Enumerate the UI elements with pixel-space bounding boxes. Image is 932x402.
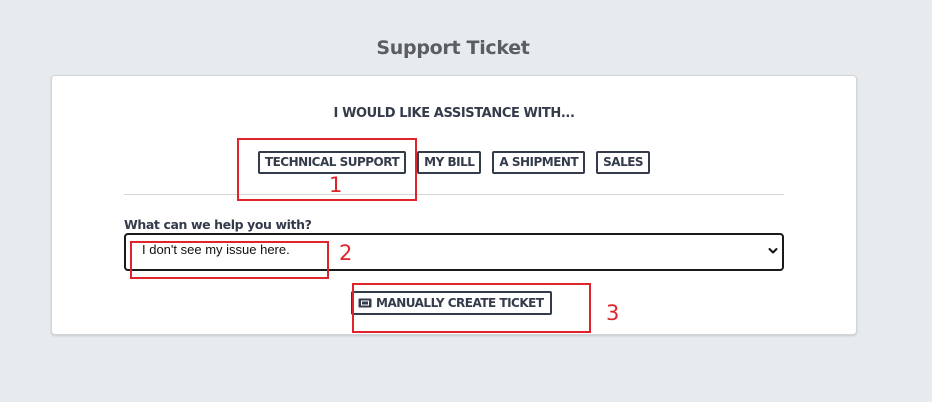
manually-create-ticket-button[interactable]: MANUALLY CREATE TICKET (351, 291, 552, 315)
page-title: Support Ticket (376, 37, 530, 59)
help-field-label: What can we help you with? (124, 217, 312, 232)
create-ticket-label: MANUALLY CREATE TICKET (376, 296, 544, 310)
help-topic-select[interactable]: I don't see my issue here. (124, 233, 784, 271)
technical-support-button[interactable]: TECHNICAL SUPPORT (257, 151, 407, 174)
topic-button-group: TECHNICAL SUPPORT MY BILL A SHIPMENT SAL… (52, 151, 856, 174)
assistance-prompt: I WOULD LIKE ASSISTANCE WITH... (333, 106, 575, 121)
a-shipment-button[interactable]: A SHIPMENT (492, 151, 586, 174)
sales-button[interactable]: SALES (596, 151, 651, 174)
divider (124, 194, 784, 195)
support-card: I WOULD LIKE ASSISTANCE WITH... TECHNICA… (51, 75, 857, 335)
select-value: I don't see my issue here. (142, 241, 290, 257)
my-bill-button[interactable]: MY BILL (417, 151, 482, 174)
ticket-icon (358, 298, 372, 308)
chevron-down-icon (768, 248, 778, 254)
